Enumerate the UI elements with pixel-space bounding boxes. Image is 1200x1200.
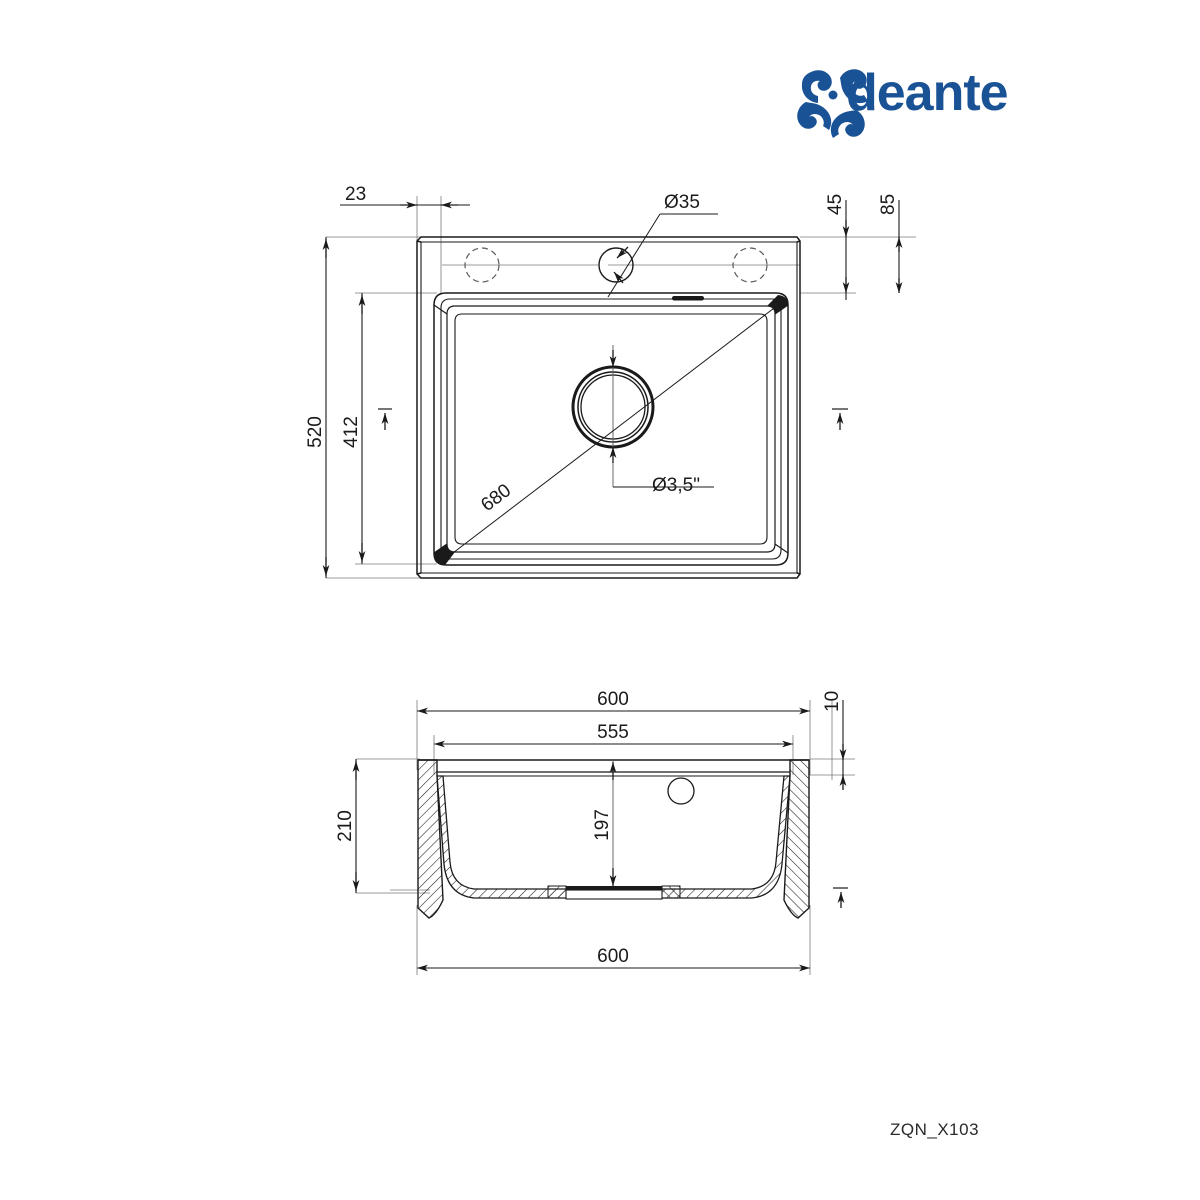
dimension-drain-label: Ø3,5" [652,475,700,496]
brand-logo: deante [797,64,1009,138]
center-tick-right [832,408,848,430]
dimension-197-label: 197 [592,809,613,841]
brand-name: deante [846,64,1008,122]
dimension-10-label: 10 [822,691,843,712]
dimension-210: 210 [335,759,360,893]
sink-outer-rim [416,236,801,579]
right-wall-hatched [783,759,810,919]
dimension-23: 23 [340,184,470,209]
side-hole-icon [667,777,695,805]
corner-shade-bottom-left [434,544,455,565]
top-view-extension-lines [326,196,916,579]
left-wall-hatched [417,759,444,919]
dimension-85-label: 85 [878,194,899,215]
dimension-555-label: 555 [597,722,629,743]
dimension-600-bottom: 600 [417,946,810,972]
overflow-slot-icon [672,296,704,301]
dimension-10: 10 [822,691,847,790]
section-view: 600 555 10 210 197 [335,689,855,975]
dimension-85: 85 [878,194,903,293]
center-tick-left [378,408,392,430]
dimension-520: 520 [305,237,330,578]
dimension-23-label: 23 [345,184,366,205]
product-code: ZQN_X103 [890,1120,979,1139]
dimension-412: 412 [341,293,366,564]
deante-pinwheel-icon [797,69,868,138]
dimension-555: 555 [434,722,793,748]
drain-recess [547,885,681,900]
corner-shade-top-right [767,295,788,314]
dimension-45-label: 45 [825,194,846,215]
dimension-tap-hole-diameter: Ø35 [607,192,718,298]
dimension-197: 197 [592,761,617,888]
dimension-520-label: 520 [305,416,326,448]
dimension-drain-diameter: Ø3,5" [609,345,714,496]
dimension-210-label: 210 [335,810,356,842]
dimension-tap-hole-label: Ø35 [664,192,700,213]
tap-hole-right-icon [732,247,768,283]
dimension-412-label: 412 [341,416,362,448]
flange-lines [418,759,809,777]
section-view-extension-lines [356,700,855,975]
dimension-45: 45 [825,194,850,300]
tap-hole-center-icon [598,247,634,283]
tap-hole-left-icon [464,247,500,283]
section-tick-right [833,887,848,908]
bowl-cavity [436,775,791,899]
dimension-600-top: 600 [417,689,810,715]
dimension-600-bottom-label: 600 [597,946,629,967]
dimension-600-top-label: 600 [597,689,629,710]
